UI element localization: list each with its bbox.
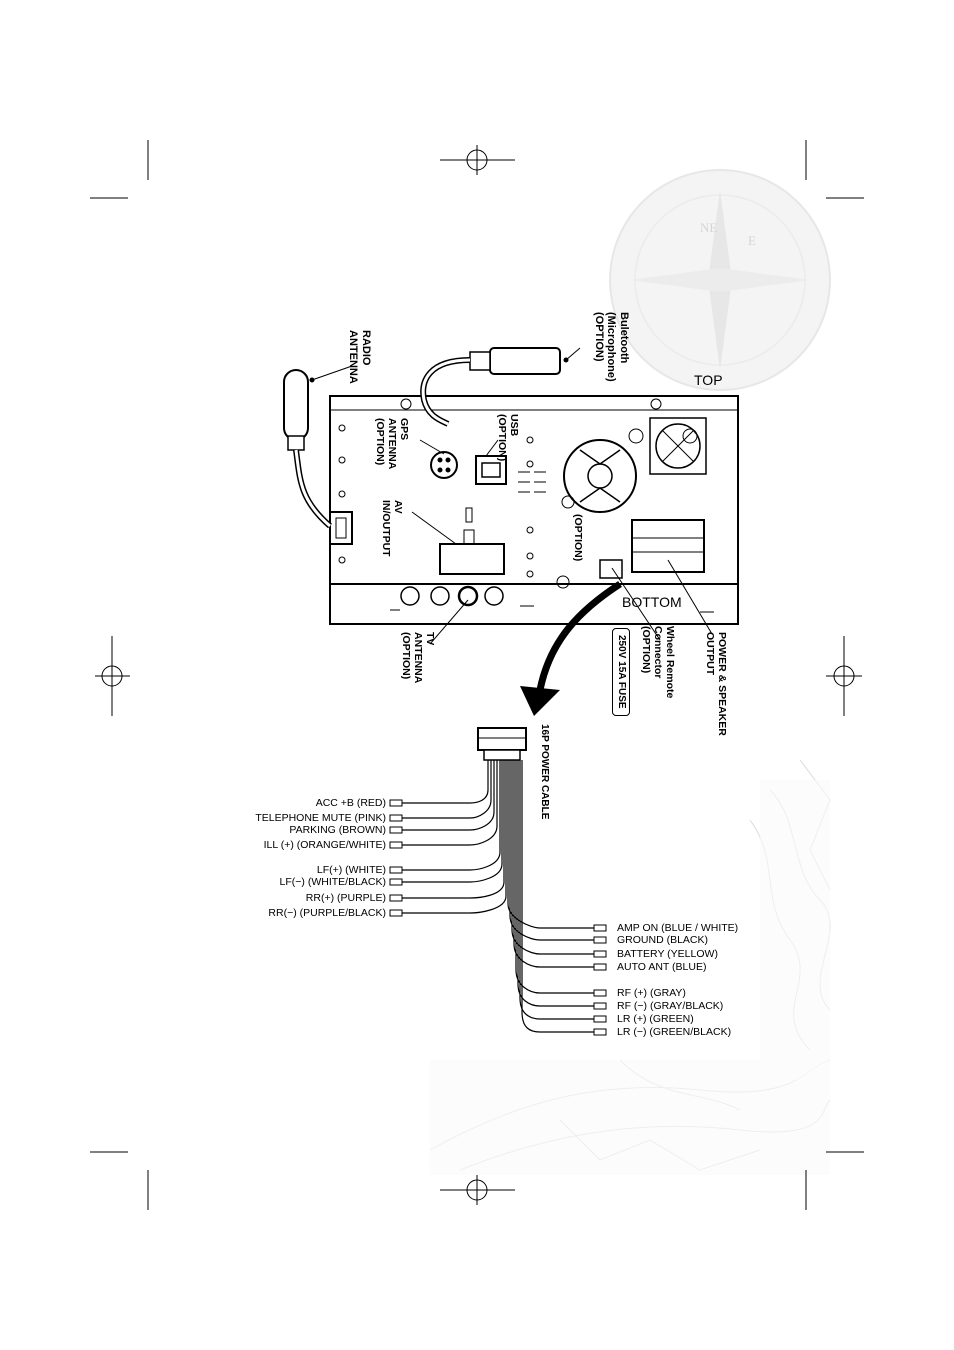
- wire-label-acc: ACC +B (RED): [315, 797, 386, 809]
- fuse-label: 250V 15A FUSE: [612, 628, 630, 716]
- bluetooth-label: Buletooth(Microphone)(OPTION): [592, 312, 630, 382]
- wire-label-rf-minus: RF (−) (GRAY/BLACK): [617, 1000, 724, 1012]
- usb-label: USB(OPTION): [495, 414, 520, 462]
- wire-label-ill: ILL (+) (ORANGE/WHITE): [263, 839, 386, 851]
- head-unit: [329, 395, 739, 625]
- wire-label-lr-minus: LR (−) (GREEN/BLACK): [617, 1026, 732, 1038]
- wire-label-battery: BATTERY (YELLOW): [617, 948, 718, 960]
- wire-label-ground: GROUND (BLACK): [617, 934, 709, 946]
- crop-marks: [90, 140, 864, 1210]
- wire-label-auto-ant: AUTO ANT (BLUE): [617, 961, 707, 973]
- map-watermark: [429, 759, 831, 1175]
- wire-label-parking: PARKING (BROWN): [289, 824, 386, 836]
- wire-label-amp-on: AMP ON (BLUE / WHITE): [617, 922, 739, 934]
- power-cable-label: 16P POWER CABLE: [539, 724, 550, 820]
- wire-label-lf-plus: LF(+) (WHITE): [316, 864, 386, 876]
- wire-label-rf-plus: RF (+) (GRAY): [617, 987, 686, 999]
- bottom-label: BOTTOM: [622, 594, 682, 610]
- radio-antenna-cable: [283, 369, 332, 529]
- wire-label-rr-minus: RR(−) (PURPLE/BLACK): [268, 907, 386, 919]
- compass-ne: NE: [700, 220, 717, 235]
- wire-label-telephone-mute: TELEPHONE MUTE (PINK): [255, 812, 386, 824]
- wire-label-rr-plus: RR(+) (PURPLE): [305, 892, 386, 904]
- wire-label-lr-plus: LR (+) (GREEN): [617, 1013, 694, 1025]
- wire-label-lf-minus: LF(−) (WHITE/BLACK): [279, 876, 386, 888]
- compass-e: E: [748, 233, 756, 248]
- top-label: TOP: [694, 372, 723, 388]
- connection-arrow: [520, 581, 622, 716]
- option-label: (OPTION): [572, 514, 584, 562]
- compass-watermark: NE E: [609, 169, 831, 391]
- pointer-lines: [309, 347, 713, 645]
- bluetooth-mic: [420, 347, 561, 427]
- power-cable-harness: [389, 727, 607, 1036]
